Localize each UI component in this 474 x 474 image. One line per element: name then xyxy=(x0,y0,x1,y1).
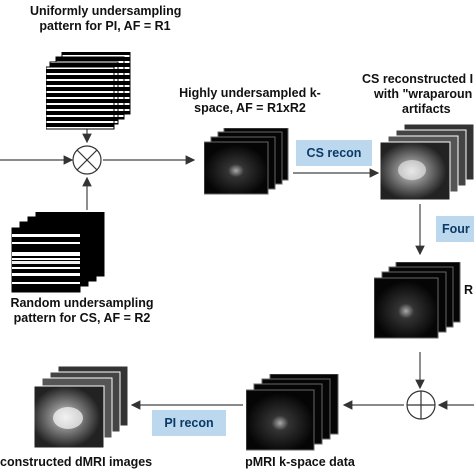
r-label: R xyxy=(464,283,474,297)
cs-reconstructed-label-line1: CS reconstructed I xyxy=(362,72,474,86)
circle-times-icon xyxy=(72,145,102,175)
uniform-pattern-label-line1: Uniformly undersampling xyxy=(30,4,182,18)
cs-recon-box: CS recon xyxy=(296,140,372,166)
circle-plus-icon xyxy=(406,390,436,420)
r-kspace-stack xyxy=(373,261,464,342)
highly-undersampled-label-line2: space, AF = R1xR2 xyxy=(194,101,306,115)
random-pattern-label: Random undersampling pattern for CS, AF … xyxy=(2,296,162,326)
random-pattern-label-line1: Random undersampling xyxy=(10,296,154,310)
cs-reconstructed-images-stack xyxy=(379,123,474,204)
random-pattern-label-line2: pattern for CS, AF = R2 xyxy=(13,311,151,325)
reconstructed-dmri-label: constructed dMRI images xyxy=(0,455,153,469)
highly-undersampled-kspace-stack xyxy=(203,127,292,196)
cs-reconstructed-label: CS reconstructed I with "wraparoun artif… xyxy=(356,72,474,117)
uniform-pattern-label: Uniformly undersampling pattern for PI, … xyxy=(30,4,182,34)
highly-undersampled-label-line1: Highly undersampled k- xyxy=(179,86,321,100)
pi-recon-box: PI recon xyxy=(152,410,226,436)
cs-reconstructed-label-line2: with "wraparoun xyxy=(374,87,473,101)
fourier-box: Four xyxy=(436,216,474,242)
pmri-kspace-stack xyxy=(245,373,342,454)
reconstructed-dmri-stack xyxy=(33,365,130,452)
highly-undersampled-label: Highly undersampled k- space, AF = R1xR2 xyxy=(168,86,332,116)
uniform-pattern-stack xyxy=(45,51,134,130)
uniform-pattern-label-line2: pattern for PI, AF = R1 xyxy=(39,19,171,33)
cs-reconstructed-label-line3: artifacts xyxy=(402,102,451,116)
pmri-kspace-label: pMRI k-space data xyxy=(245,455,355,469)
random-pattern-stack xyxy=(10,211,106,294)
